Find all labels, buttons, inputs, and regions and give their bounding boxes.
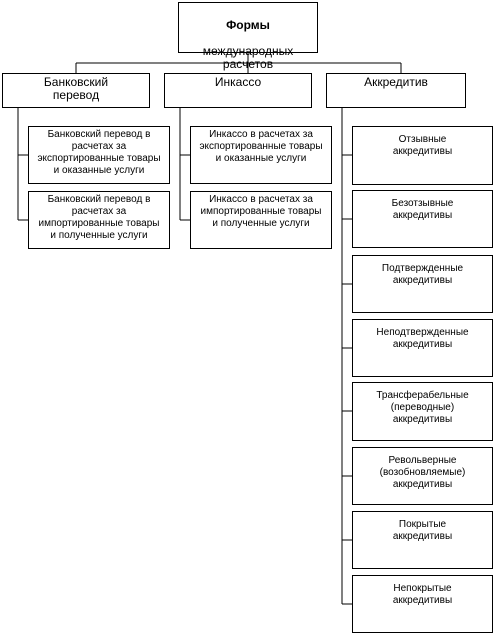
bank-transfer-export-item: Банковский перевод в расчетах за экспорт… bbox=[28, 126, 170, 184]
loc-confirmed-item: Подтвержденные аккредитивы bbox=[352, 255, 493, 313]
root-subtitle: международных расчетов bbox=[202, 44, 294, 71]
loc-revocable-item: Отзывные аккредитивы bbox=[352, 126, 493, 185]
loc-irrevocable-item: Безотзывные аккредитивы bbox=[352, 190, 493, 248]
loc-revolving-item: Револьверные (возобновляемые) аккредитив… bbox=[352, 447, 493, 505]
loc-uncovered-item: Непокрытые аккредитивы bbox=[352, 575, 493, 633]
root-box: Формы международных расчетов bbox=[178, 2, 318, 71]
bank-transfer-import-item: Банковский перевод в расчетах за импорти… bbox=[28, 191, 170, 249]
loc-covered-item: Покрытые аккредитивы bbox=[352, 511, 493, 569]
category-letter-of-credit: Аккредитив bbox=[326, 73, 466, 108]
root-title: Формы bbox=[226, 18, 270, 32]
loc-transferable-item: Трансферабельные (переводные) аккредитив… bbox=[352, 382, 493, 441]
loc-unconfirmed-item: Неподтвержденные аккредитивы bbox=[352, 319, 493, 377]
category-collection: Инкассо bbox=[164, 73, 312, 108]
category-bank-transfer: Банковский перевод bbox=[2, 73, 150, 108]
collection-import-item: Инкассо в расчетах за импортированные то… bbox=[190, 191, 332, 249]
collection-export-item: Инкассо в расчетах за экспортированные т… bbox=[190, 126, 332, 184]
